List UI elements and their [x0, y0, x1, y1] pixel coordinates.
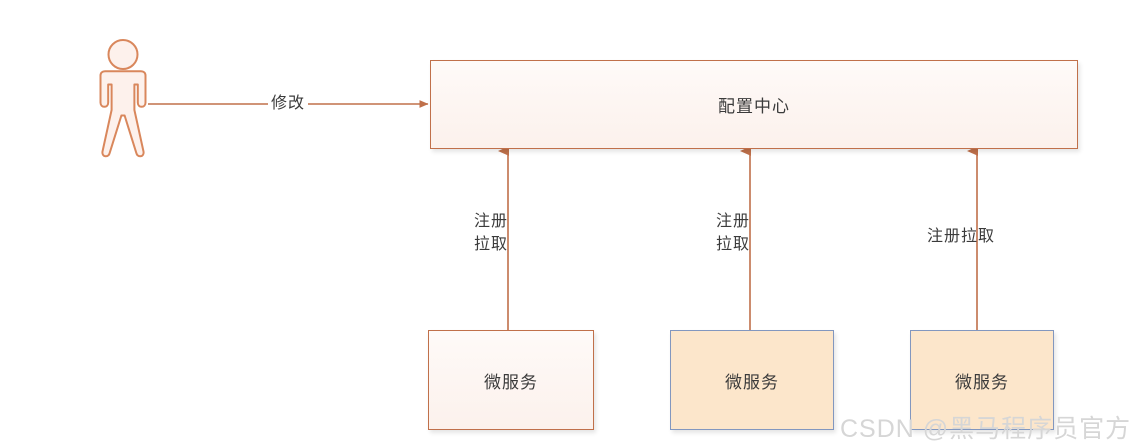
node-microservice-1[interactable]: 微服务	[428, 330, 594, 430]
node-microservice-2-label: 微服务	[725, 372, 779, 392]
person-icon	[99, 39, 147, 158]
edge-label-register-pull-2: 注册 拉取	[716, 213, 751, 253]
node-microservice-3-label: 微服务	[955, 372, 1009, 392]
edge-label-register-pull-1: 注册 拉取	[474, 213, 509, 253]
node-microservice-3[interactable]: 微服务	[910, 330, 1054, 430]
node-microservice-2[interactable]: 微服务	[670, 330, 834, 430]
edge-label-register-pull-3: 注册拉取	[927, 228, 996, 245]
user-actor[interactable]	[86, 38, 160, 158]
edge-label-modify: 修改	[268, 92, 309, 115]
node-config-center-label: 配置中心	[718, 97, 790, 116]
node-microservice-1-label: 微服务	[484, 372, 538, 392]
node-config-center[interactable]: 配置中心	[430, 60, 1078, 149]
